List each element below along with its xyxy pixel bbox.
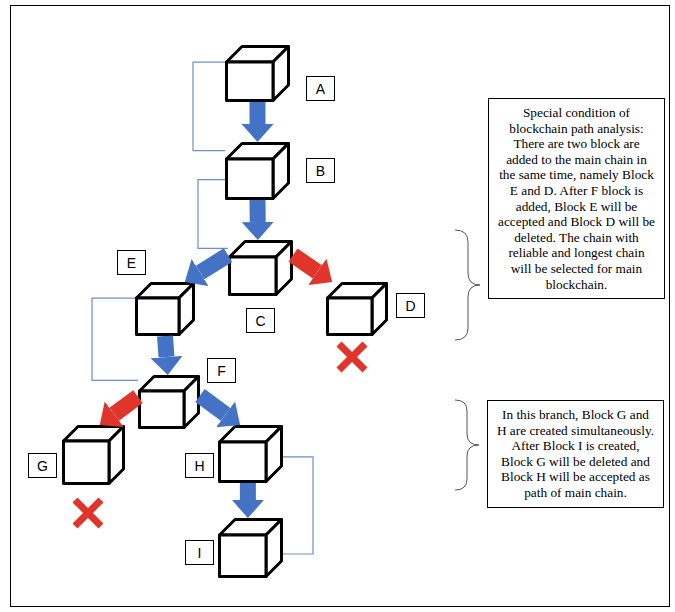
block-label: A bbox=[306, 76, 335, 101]
note-text: Special condition of blockchain path ana… bbox=[497, 105, 656, 292]
block-node: A bbox=[225, 45, 290, 102]
block-cube bbox=[225, 142, 290, 200]
reject-mark bbox=[339, 344, 365, 370]
block-node: H bbox=[218, 425, 283, 483]
block-cube bbox=[135, 282, 195, 336]
note-text: In this branch, Block G and H are create… bbox=[496, 407, 655, 501]
block-cube bbox=[228, 240, 293, 296]
block-cube bbox=[218, 425, 283, 483]
block-node: G bbox=[62, 425, 125, 485]
reject-mark bbox=[75, 500, 101, 526]
block-cube bbox=[218, 518, 283, 578]
block-cube bbox=[138, 375, 200, 429]
block-label: F bbox=[207, 358, 236, 383]
block-label: C bbox=[246, 308, 275, 333]
block-node: I bbox=[218, 518, 283, 578]
curly-bracket bbox=[455, 230, 480, 340]
chain-arrow bbox=[114, 397, 138, 415]
block-node: C bbox=[228, 240, 293, 296]
frame bbox=[11, 6, 670, 607]
chain-link-line bbox=[283, 457, 313, 554]
block-cube bbox=[62, 425, 125, 485]
block-node: F bbox=[138, 375, 200, 429]
curly-bracket bbox=[455, 400, 479, 490]
block-label: G bbox=[28, 453, 57, 478]
block-node: B bbox=[225, 142, 290, 200]
block-label: D bbox=[396, 293, 425, 318]
block-label: I bbox=[185, 540, 214, 565]
chain-link-line bbox=[92, 298, 138, 380]
note-box: In this branch, Block G and H are create… bbox=[487, 400, 664, 508]
chain-arrow bbox=[250, 200, 266, 222]
chain-arrow bbox=[200, 255, 228, 272]
block-cube bbox=[225, 45, 290, 102]
note-box: Special condition of blockchain path ana… bbox=[488, 98, 665, 299]
chain-arrow bbox=[165, 336, 166, 357]
block-label: H bbox=[185, 453, 214, 478]
block-label: E bbox=[117, 250, 146, 275]
chain-arrow bbox=[293, 255, 317, 272]
chain-arrow bbox=[200, 396, 226, 415]
block-label: B bbox=[306, 158, 335, 183]
chain-arrow bbox=[240, 483, 256, 500]
block-cube bbox=[326, 282, 388, 336]
chain-link-line bbox=[198, 180, 228, 249]
block-node: E bbox=[135, 282, 195, 336]
chain-arrow bbox=[250, 102, 266, 124]
block-node: D bbox=[326, 282, 388, 336]
chain-link-line bbox=[193, 62, 225, 151]
